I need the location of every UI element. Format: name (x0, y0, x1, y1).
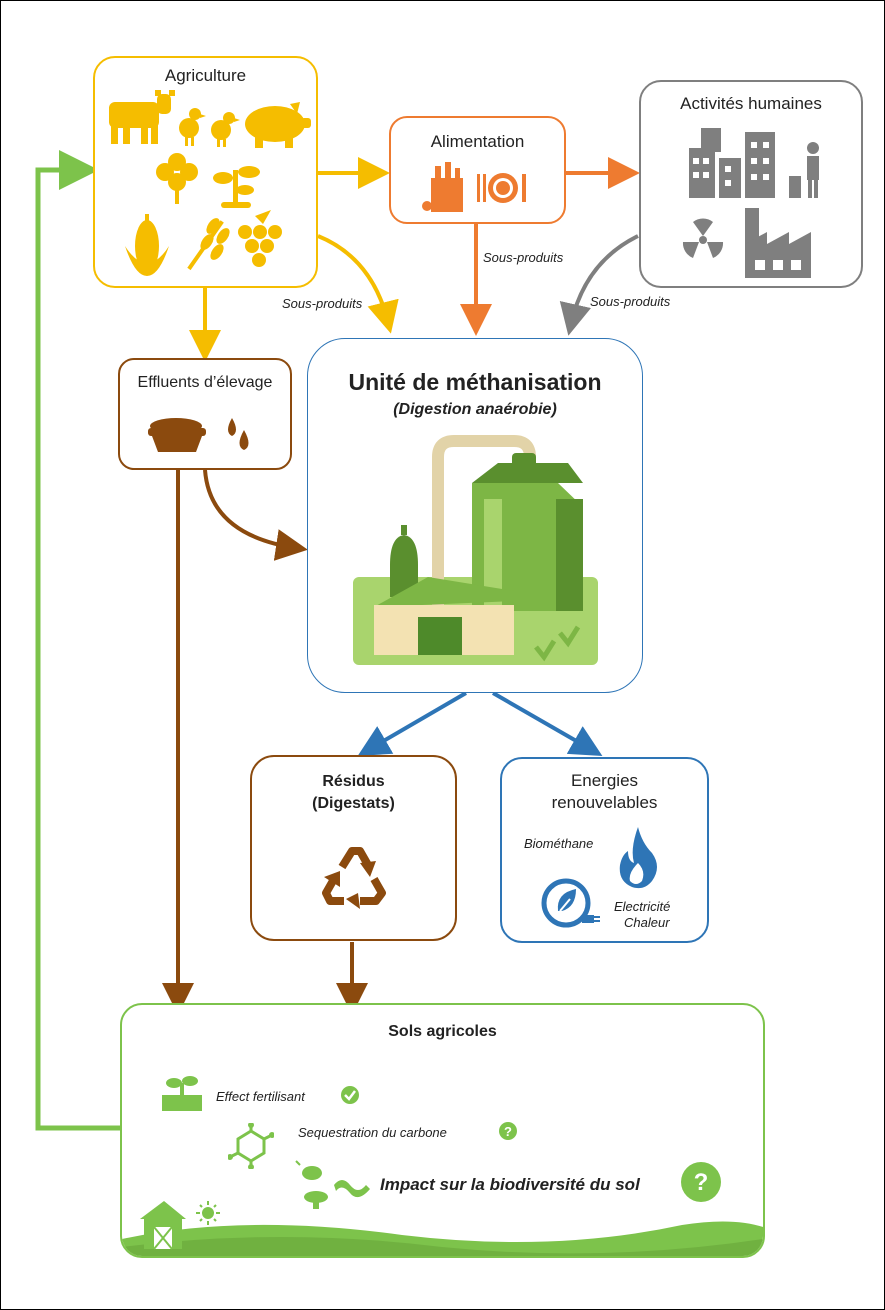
sols-item1-text: Effect fertilisant (216, 1089, 305, 1104)
question-big-mark: ? (694, 1169, 709, 1196)
residus-box: Résidus (Digestats) (250, 755, 457, 941)
question-small-icon: ? (499, 1122, 517, 1140)
buildings-icon (689, 128, 775, 198)
arrow-activ-meth (559, 234, 639, 336)
factory-icon (745, 208, 811, 278)
energies-line2: renouvelables (551, 793, 658, 812)
arrow-agri-meth (317, 234, 399, 334)
landscape-illustration (122, 1201, 763, 1256)
agriculture-box: Agriculture (93, 56, 318, 288)
effluents-title: Effluents d’élevage (137, 374, 273, 391)
grapes-icon (238, 210, 282, 267)
plug-leaf-icon (541, 878, 600, 928)
barn-icon (140, 1201, 186, 1250)
energies-chaleur: Chaleur (624, 915, 670, 930)
recycle-icon (322, 847, 386, 909)
methanisation-plant-illustration (353, 435, 598, 665)
chicken-icon (179, 108, 206, 146)
effluents-box: Effluents d’élevage (118, 358, 292, 470)
activites-title: Activités humaines (680, 94, 822, 113)
wheat-icon (187, 218, 230, 271)
corn-icon (125, 214, 169, 276)
arrow-sols-agri (35, 150, 120, 1131)
question-small-mark: ? (504, 1124, 512, 1139)
seedling-icon (213, 166, 260, 208)
activites-box: Activités humaines (639, 80, 863, 288)
plate-cutlery-icon (477, 173, 526, 203)
methanisation-title: Unité de méthanisation (348, 369, 602, 395)
person-trash-icon (789, 142, 819, 198)
sun-icon (196, 1201, 220, 1225)
grocery-bag-icon (422, 162, 463, 212)
alimentation-title: Alimentation (430, 132, 525, 151)
question-big-icon: ? (681, 1162, 721, 1202)
soil-organisms-icon (295, 1160, 370, 1209)
sols-title: Sols agricoles (388, 1023, 497, 1040)
carbon-molecule-icon (228, 1123, 274, 1169)
sols-item3-text: Impact sur la biodiversité du sol (380, 1175, 640, 1194)
clover-icon (156, 153, 198, 204)
hen-icon (211, 112, 240, 147)
activites-icons (682, 128, 819, 278)
sols-box: Sols agricoles Effect fertilisant Seques… (120, 1003, 765, 1258)
energies-biomethane: Biométhane (524, 836, 594, 851)
sols-item2-text: Sequestration du carbone (298, 1125, 447, 1140)
agriculture-title: Agriculture (164, 66, 247, 85)
alimentation-icons (422, 162, 526, 212)
liquid-drops-icon (228, 418, 249, 450)
building-windows (693, 142, 769, 186)
energies-electricite: Electricité (614, 899, 671, 914)
energies-box: Energies renouvelables Biométhane Electr… (500, 757, 709, 943)
alimentation-box: Alimentation (389, 116, 566, 224)
arrow-meth-energies (492, 691, 603, 756)
methanisation-subtitle: (Digestion anaérobie) (393, 401, 557, 418)
arrow-effluents-meth (203, 469, 308, 561)
arrow-meth-residus (357, 691, 468, 757)
check-icon (341, 1086, 359, 1104)
pig-icon (245, 102, 311, 148)
agriculture-icons (109, 90, 311, 276)
flame-icon (619, 827, 657, 889)
methanisation-box: Unité de méthanisation (Digestion anaéro… (307, 338, 643, 693)
label-sous-produits-alim: Sous-produits (483, 250, 564, 265)
cow-icon (109, 90, 175, 144)
manure-icon (148, 418, 206, 452)
label-sous-produits-agri: Sous-produits (282, 296, 363, 311)
residus-line1: Résidus (322, 773, 385, 790)
effluents-icons (148, 418, 249, 452)
energies-line1: Energies (570, 771, 639, 790)
radiation-icon (682, 218, 724, 258)
label-sous-produits-activ: Sous-produits (590, 294, 671, 309)
residus-line2: (Digestats) (312, 795, 395, 812)
sprout-soil-icon (162, 1076, 202, 1111)
